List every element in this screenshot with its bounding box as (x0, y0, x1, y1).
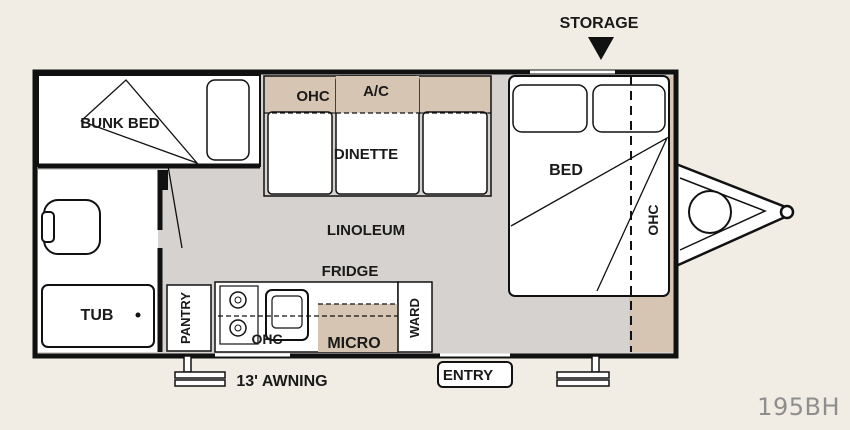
pantry-label: PANTRY (178, 292, 193, 344)
bed-pillow-left (513, 85, 587, 132)
dinette-label: DINETTE (334, 146, 398, 163)
hitch-tongue (676, 164, 793, 266)
bunk-pillow (207, 80, 249, 160)
bunk-bed-label: BUNK BED (80, 115, 159, 132)
bed-pillow-right (593, 85, 665, 132)
storage-arrow-icon (588, 37, 614, 60)
ward-label: WARD (407, 298, 422, 338)
fridge-label: FRIDGE (322, 263, 379, 280)
bed-label: BED (549, 162, 583, 179)
dinette-seat-left (268, 112, 332, 194)
ac-label: A/C (363, 83, 389, 100)
linoleum-label: LINOLEUM (327, 222, 405, 239)
model-number: 195BH (757, 393, 840, 421)
dinette-seat-right (423, 112, 487, 194)
entry-label: ENTRY (443, 367, 493, 384)
ohc-side-label: OHC (645, 204, 661, 235)
storage-label: STORAGE (560, 15, 639, 32)
ohc-kitchen-label: OHC (251, 331, 282, 347)
tub-label: TUB (81, 307, 114, 324)
micro-label: MICRO (327, 335, 380, 352)
awning-label: 13' AWNING (236, 373, 327, 390)
ohc-top-label: OHC (296, 88, 330, 105)
